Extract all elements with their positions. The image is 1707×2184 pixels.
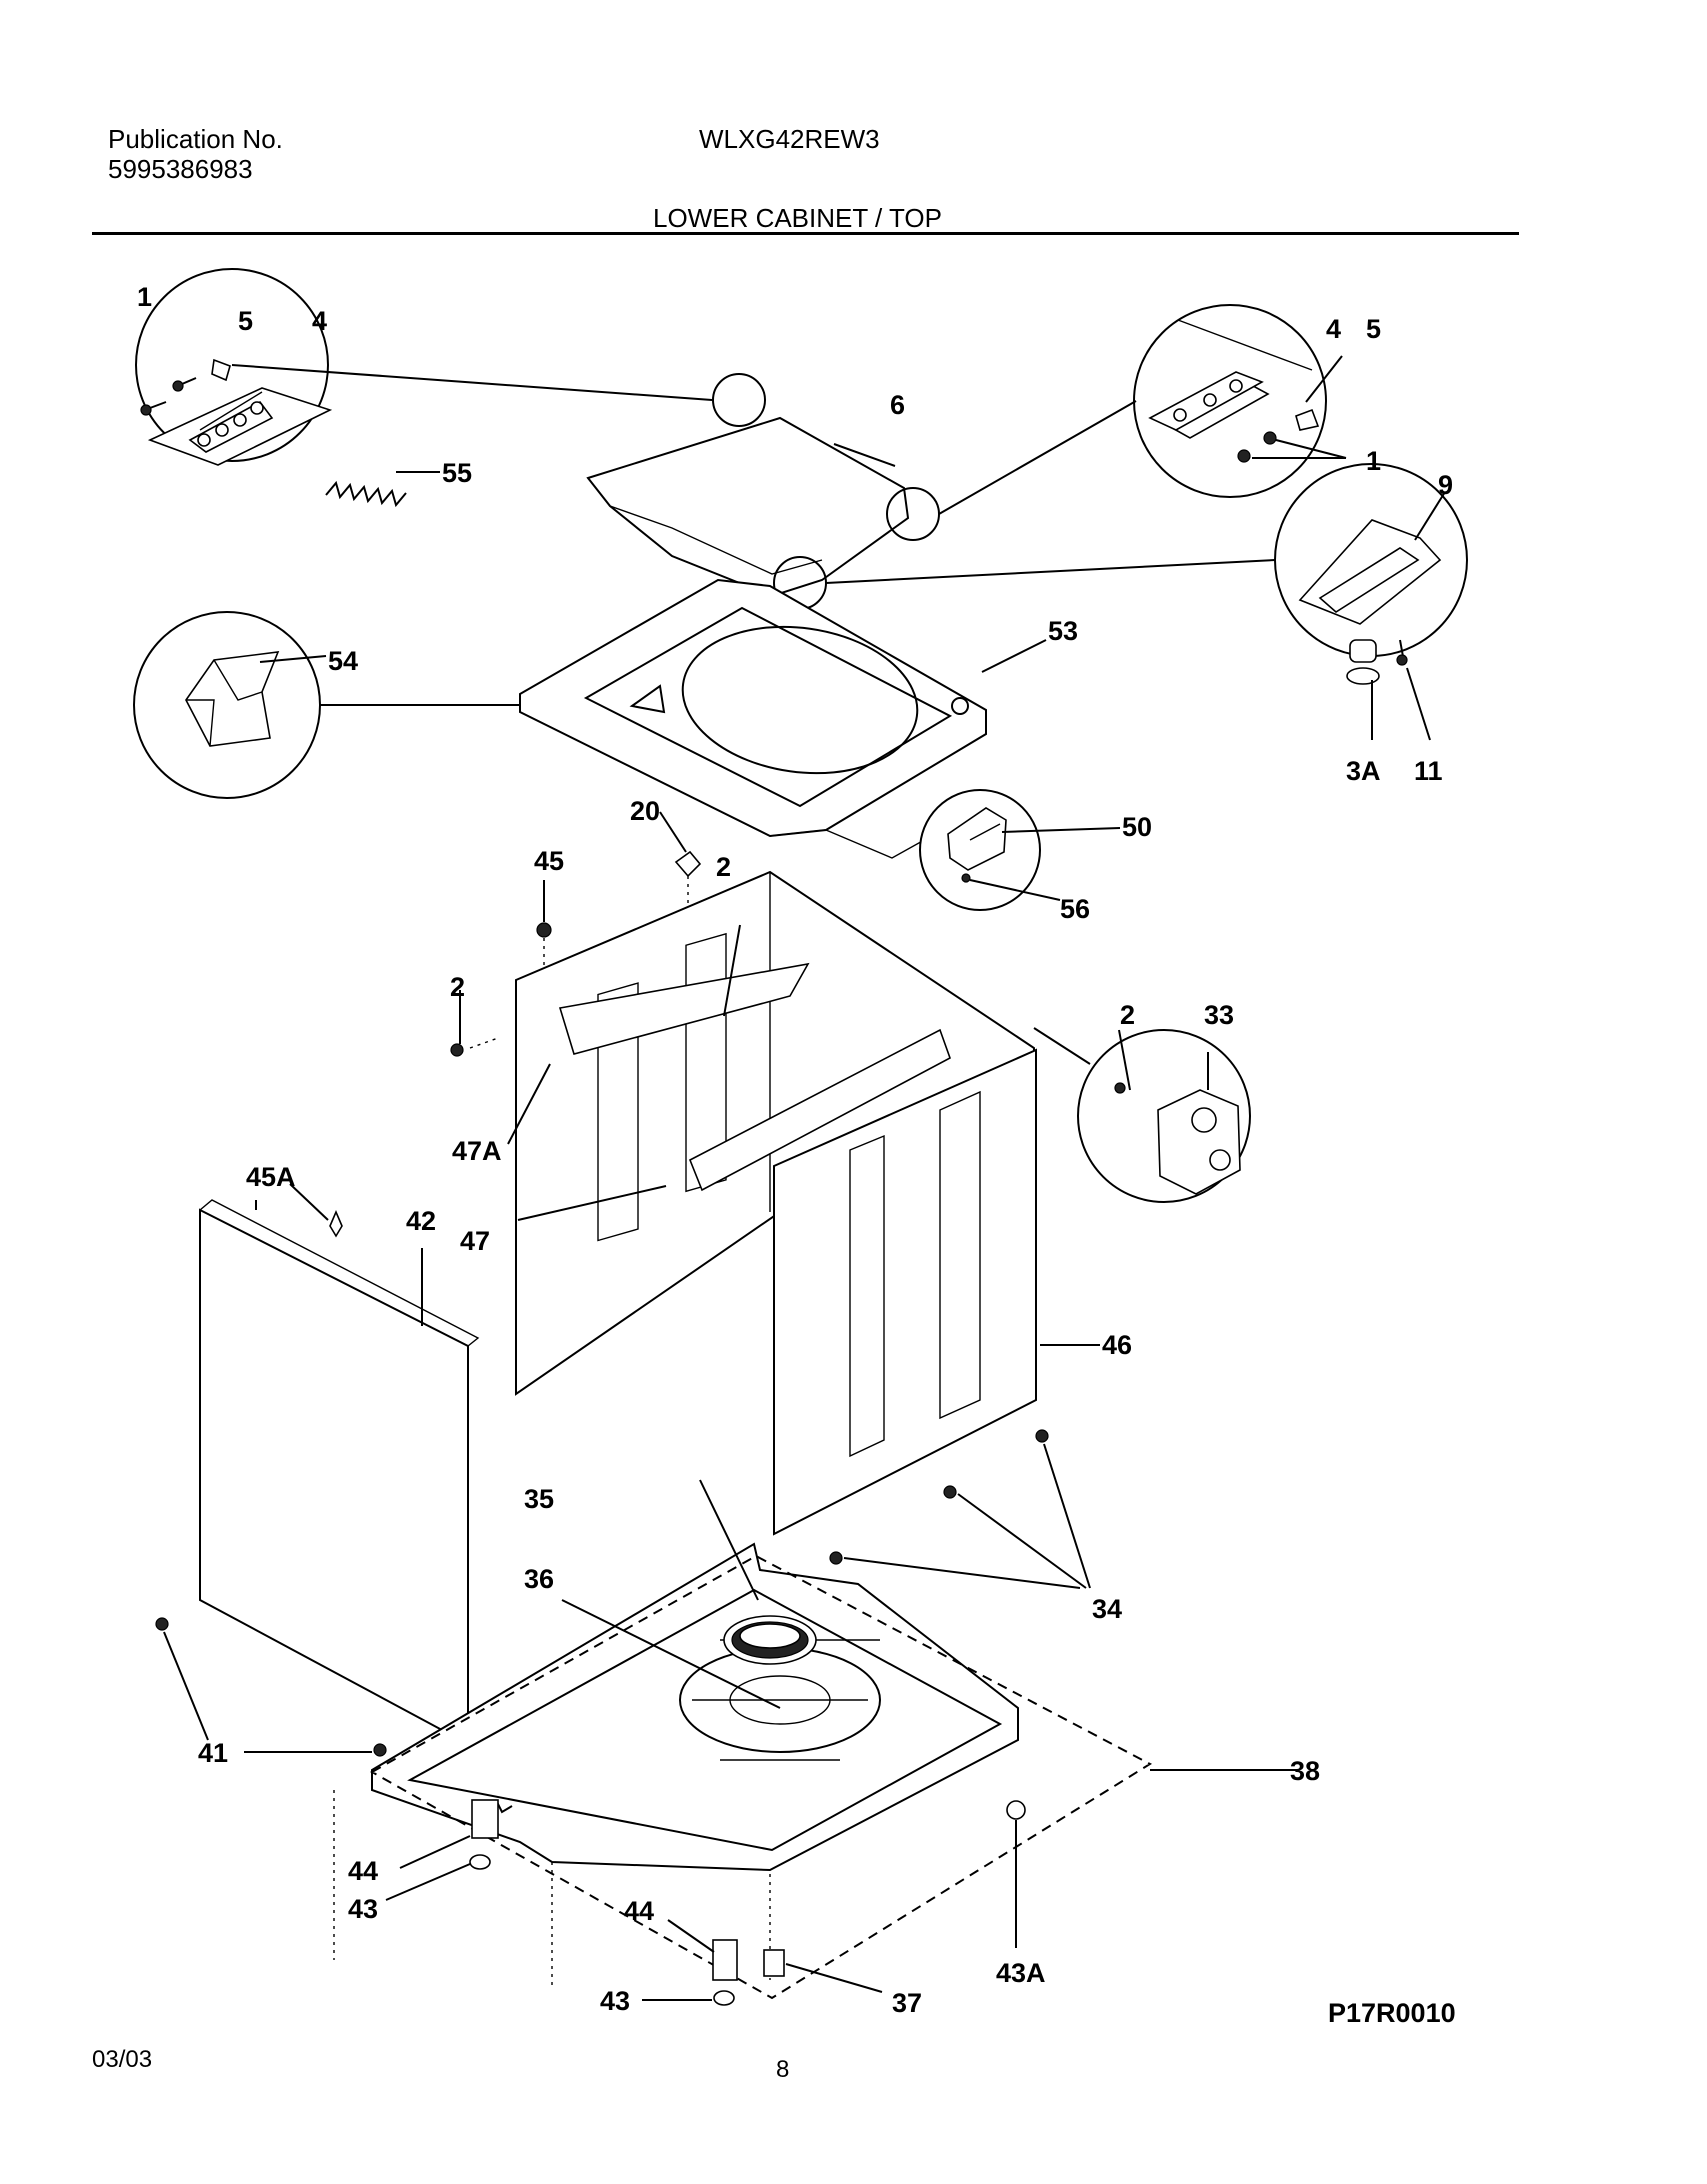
callout-54: 54 [328, 646, 358, 676]
callout-33: 33 [1204, 1000, 1234, 1030]
lid-switch-detail [919, 789, 1121, 911]
bleach-dispenser-detail [133, 611, 620, 799]
switch-actuator-detail [825, 463, 1468, 741]
callout-labels: 1 5 4 55 6 4 5 1 9 54 53 3A 11 20 45 2 5… [137, 282, 1453, 2018]
callout-41: 41 [198, 1738, 228, 1768]
callout-20: 20 [630, 796, 660, 826]
diagram-code: P17R0010 [1328, 1998, 1456, 2028]
lid-6 [586, 373, 940, 610]
callout-1-right: 1 [1366, 446, 1381, 476]
callout-43-left: 43 [348, 1894, 378, 1924]
footer-date: 03/03 [92, 2046, 153, 2073]
section-title: LOWER CABINET / TOP [653, 203, 942, 233]
spring-55 [325, 471, 440, 508]
fasteners [155, 880, 1091, 1757]
bolt-20 [659, 811, 702, 930]
callout-43-front: 43 [600, 1986, 630, 2016]
leveling-feet [385, 1799, 1026, 2006]
cabinet-top-53 [519, 578, 1047, 859]
side-panel-46 [773, 1048, 1100, 1536]
callout-1: 1 [137, 282, 152, 312]
callout-45: 45 [534, 846, 564, 876]
cabinet-back-side [515, 870, 1035, 1396]
callout-38: 38 [1290, 1756, 1320, 1786]
callout-35: 35 [524, 1484, 554, 1514]
callout-55: 55 [442, 458, 472, 488]
callout-2-left: 2 [450, 972, 465, 1002]
callout-5-right: 5 [1366, 314, 1381, 344]
callout-36: 36 [524, 1564, 554, 1594]
callout-3A: 3A [1346, 756, 1381, 786]
hinge-detail-left [135, 268, 713, 466]
callout-4: 4 [312, 306, 327, 336]
publication-label: Publication No. [108, 124, 283, 154]
header-rule [92, 232, 1519, 235]
callout-4-right: 4 [1326, 314, 1341, 344]
callout-53: 53 [1048, 616, 1078, 646]
page-number: 8 [776, 2056, 790, 2083]
callout-44-front: 44 [624, 1896, 654, 1926]
callout-50: 50 [1122, 812, 1152, 842]
callout-42: 42 [406, 1206, 436, 1236]
base-frame-38 [333, 1479, 1296, 2000]
callout-9: 9 [1438, 470, 1453, 500]
front-panel-42 [199, 1183, 480, 1746]
callout-47: 47 [460, 1226, 490, 1256]
callout-34: 34 [1092, 1594, 1122, 1624]
callout-6: 6 [890, 390, 905, 420]
callout-47A: 47A [452, 1136, 502, 1166]
model-number: WLXG42REW3 [699, 124, 880, 154]
callout-56: 56 [1060, 894, 1090, 924]
callout-45A: 45A [246, 1162, 296, 1192]
callout-43A: 43A [996, 1958, 1046, 1988]
callout-44-left: 44 [348, 1856, 378, 1886]
callout-2-right: 2 [1120, 1000, 1135, 1030]
hinge-detail-right [938, 304, 1347, 515]
callout-5: 5 [238, 306, 253, 336]
callout-37: 37 [892, 1988, 922, 2018]
callout-46: 46 [1102, 1330, 1132, 1360]
callout-2-top: 2 [716, 852, 731, 882]
callout-11: 11 [1414, 756, 1443, 786]
water-valve-detail [1033, 1027, 1251, 1203]
publication-number: 5995386983 [108, 154, 253, 184]
